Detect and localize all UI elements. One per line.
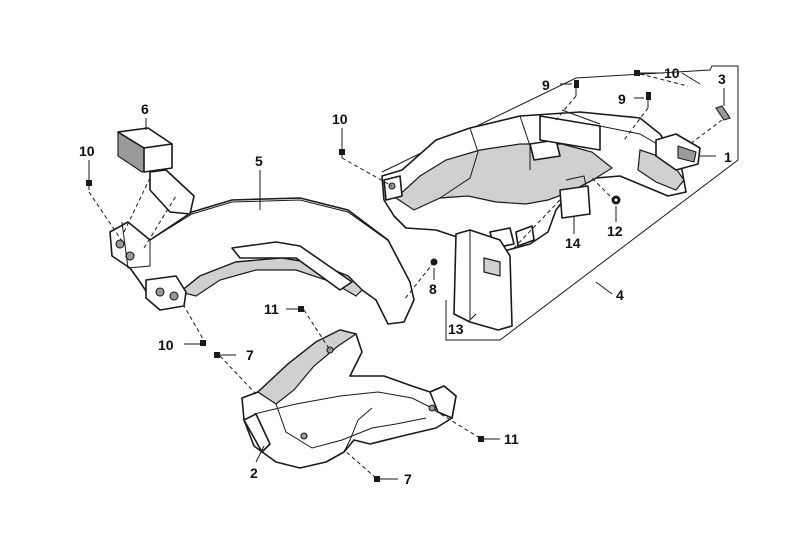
callout-3: 3 (718, 71, 726, 87)
leader-lines (88, 72, 725, 480)
screw-9a (574, 80, 579, 96)
part-6-reflector (117, 127, 195, 215)
callout-1: 1 (724, 149, 732, 165)
nut-12 (611, 195, 621, 205)
part-1-reflector-block (655, 133, 701, 171)
bolt-10b (339, 149, 345, 158)
bolt-10d (200, 340, 206, 346)
bolt-11b (478, 436, 484, 442)
part-3-pin (715, 105, 731, 121)
assembly-group-box (381, 65, 739, 341)
callout-10-left: 10 (79, 143, 95, 159)
bolt-10c (634, 70, 640, 76)
callout-7-upper: 7 (246, 347, 254, 363)
callout-8: 8 (429, 281, 437, 297)
bolt-7a (214, 352, 220, 358)
callout-5: 5 (255, 153, 263, 169)
part-13-mud-flap (453, 229, 513, 331)
callout-7-lower: 7 (404, 471, 412, 487)
part-5-rear-fender (109, 197, 415, 325)
callout-12: 12 (607, 223, 623, 239)
callout-10-top-right: 10 (664, 65, 680, 81)
callout-2: 2 (250, 465, 258, 481)
assembly-lines (88, 73, 723, 479)
callouts: 1 2 3 4 5 6 7 7 8 9 9 10 10 10 10 11 11 … (79, 65, 732, 487)
bolt-7b (374, 476, 380, 482)
bolt-10a (86, 180, 92, 190)
callout-11-upper: 11 (264, 301, 279, 317)
part-14-plate (559, 175, 591, 219)
callout-9-left: 9 (542, 77, 550, 93)
part-4-inner-fender (381, 109, 687, 253)
callout-4: 4 (616, 287, 624, 303)
callout-10-center: 10 (332, 111, 348, 127)
screw-9b (646, 92, 651, 108)
callout-14: 14 (565, 235, 581, 251)
callout-6: 6 (141, 101, 149, 117)
bolt-11a (298, 306, 304, 312)
callout-13: 13 (448, 321, 464, 337)
part-2-under-cover (241, 329, 457, 469)
callout-10-lower: 10 (158, 337, 174, 353)
callout-11-lower: 11 (504, 431, 519, 447)
callout-9-right: 9 (618, 91, 626, 107)
